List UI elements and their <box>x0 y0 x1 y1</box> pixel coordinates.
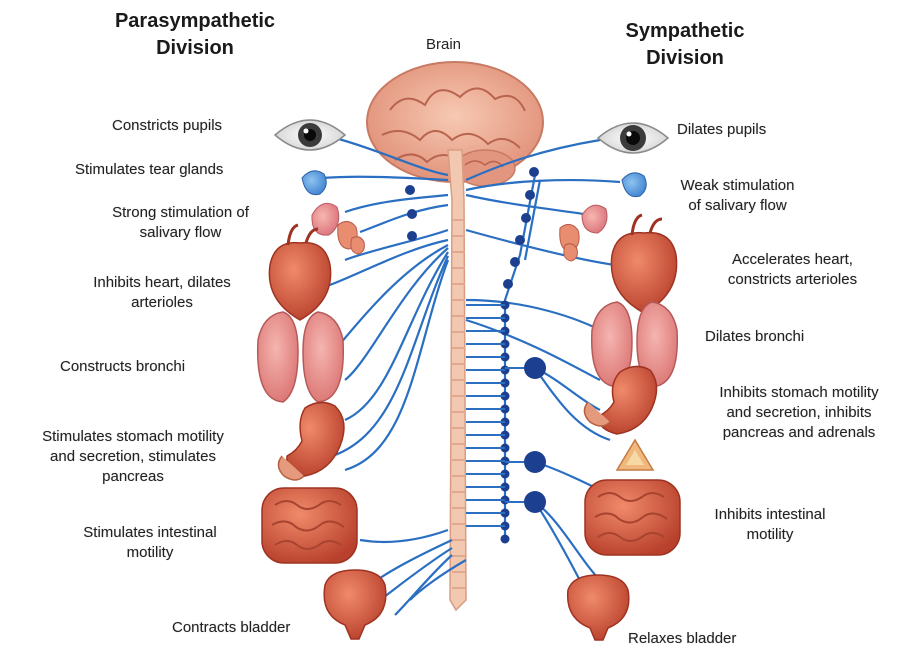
symp-bladder-label: Relaxes bladder <box>628 629 736 649</box>
symp-salivary-label: Weak stimulation of salivary flow <box>650 176 825 216</box>
symp-heart-label: Accelerates heart, constricts arterioles <box>695 250 890 290</box>
right-eye-icon <box>598 123 668 153</box>
right-salivary-gland-icon <box>560 205 607 261</box>
parasympathetic-title-line1: Parasympathetic <box>80 8 310 35</box>
para-bronchi-label: Constructs bronchi <box>60 357 185 377</box>
brain-label: Brain <box>426 36 461 53</box>
symp-heart-line1: Accelerates heart, <box>695 250 890 270</box>
left-lungs-icon <box>258 312 344 402</box>
symp-pupils-label: Dilates pupils <box>677 120 766 140</box>
para-intestine-line2: motility <box>50 543 250 563</box>
right-intestines-icon <box>585 480 680 555</box>
para-salivary-line1: Strong stimulation of <box>78 203 283 223</box>
sympathetic-title-line1: Sympathetic <box>585 18 785 45</box>
para-salivary-label: Strong stimulation of salivary flow <box>78 203 283 243</box>
symp-intestine-line1: Inhibits intestinal <box>685 505 855 525</box>
symp-stomach-line3: pancreas and adrenals <box>684 423 914 443</box>
para-stomach-line3: pancreas <box>8 467 258 487</box>
symp-heart-line2: constricts arterioles <box>695 270 890 290</box>
parasympathetic-ganglia <box>405 185 417 241</box>
sympathetic-title-line2: Division <box>585 45 785 72</box>
right-adrenal-icon <box>617 440 653 470</box>
left-bladder-icon <box>324 570 386 639</box>
symp-intestine-label: Inhibits intestinal motility <box>685 505 855 545</box>
para-stomach-label: Stimulates stomach motility and secretio… <box>8 427 258 487</box>
symp-stomach-label: Inhibits stomach motility and secretion,… <box>684 383 914 443</box>
right-tear-gland-icon <box>622 173 646 197</box>
symp-salivary-line1: Weak stimulation <box>650 176 825 196</box>
para-salivary-line2: salivary flow <box>78 223 283 243</box>
para-tear-label: Stimulates tear glands <box>75 160 223 180</box>
left-tear-gland-icon <box>302 171 326 195</box>
symp-bronchi-label: Dilates bronchi <box>705 327 804 347</box>
para-heart-line1: Inhibits heart, dilates <box>62 273 262 293</box>
para-stomach-line1: Stimulates stomach motility <box>8 427 258 447</box>
para-intestine-label: Stimulates intestinal motility <box>50 523 250 563</box>
para-heart-label: Inhibits heart, dilates arterioles <box>62 273 262 313</box>
left-eye-icon <box>275 120 345 150</box>
right-heart-icon <box>611 215 676 313</box>
para-bladder-label: Contracts bladder <box>172 618 290 638</box>
para-intestine-line1: Stimulates intestinal <box>50 523 250 543</box>
left-stomach-icon <box>278 402 344 480</box>
para-pupils-label: Constricts pupils <box>112 116 222 136</box>
para-heart-line2: arterioles <box>62 293 262 313</box>
sympathetic-title: Sympathetic Division <box>585 18 785 72</box>
symp-stomach-line1: Inhibits stomach motility <box>684 383 914 403</box>
parasympathetic-title-line2: Division <box>80 35 310 62</box>
right-bladder-icon <box>568 575 629 640</box>
left-intestines-icon <box>262 488 357 563</box>
symp-intestine-line2: motility <box>685 525 855 545</box>
parasympathetic-title: Parasympathetic Division <box>80 8 310 62</box>
symp-salivary-line2: of salivary flow <box>650 196 825 216</box>
sympathetic-chain-ganglia <box>501 167 547 544</box>
para-stomach-line2: and secretion, stimulates <box>8 447 258 467</box>
symp-stomach-line2: and secretion, inhibits <box>684 403 914 423</box>
